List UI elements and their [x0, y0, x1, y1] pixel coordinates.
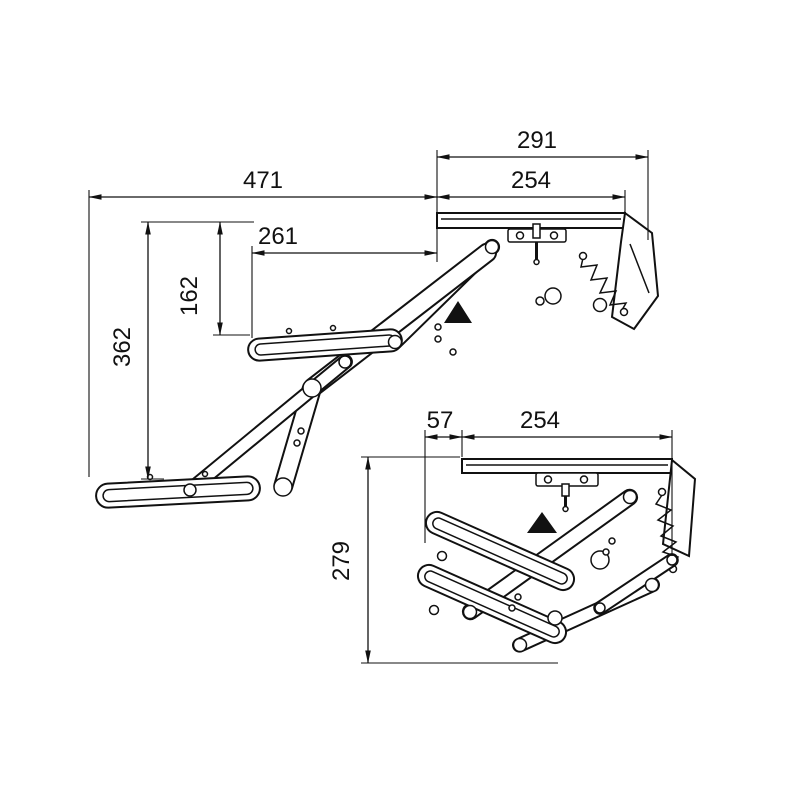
latch-pin-ball — [533, 258, 540, 266]
dimension-471: 471 — [88, 167, 438, 200]
pivot-folded-front — [462, 604, 478, 620]
rivet-arm-4 — [297, 427, 305, 435]
latch-rivet-left — [515, 231, 525, 240]
dimension-254-top: 254 — [436, 167, 626, 200]
rivet-arm-5 — [293, 439, 301, 447]
latch-rivet-left-folded — [543, 475, 553, 484]
pivot-folded-mid — [547, 610, 563, 626]
dimension-162: 162 — [141, 221, 254, 336]
extended-view — [95, 211, 660, 509]
pivot-link-upper — [338, 355, 352, 369]
latch-pin — [532, 223, 541, 239]
folded-view — [416, 458, 697, 653]
mounting-plate-folded — [461, 458, 673, 474]
pivot-link-lower — [183, 483, 197, 497]
tread-upper-bolt-left — [285, 327, 293, 335]
dim-label-362: 362 — [109, 327, 136, 367]
latch-pin-folded — [561, 483, 570, 497]
rivet-spring-link — [535, 296, 545, 306]
rivet-arm-2 — [434, 335, 442, 343]
hinge-bracket-folded — [661, 458, 697, 558]
pivot-folded-center — [590, 550, 610, 570]
dim-label-254-bottom: 254 — [520, 407, 560, 434]
hinge-bracket-detail-line — [629, 243, 650, 294]
folded-tread-lower — [416, 563, 568, 645]
folded-tread-upper-grip — [432, 517, 568, 585]
latch-rivet-right-folded — [579, 475, 589, 484]
link-arm-lower — [182, 354, 353, 498]
dim-label-162: 162 — [176, 276, 203, 316]
pivot-bracket-lower — [592, 297, 608, 313]
spring-hook-top-folded — [657, 487, 667, 497]
pivot-bracket-upper — [484, 239, 500, 255]
folded-tread-lower-outline — [416, 563, 568, 645]
dimension-261: 261 — [251, 223, 438, 338]
rivet-arm-3 — [449, 348, 457, 356]
rivet-arm-1 — [434, 323, 442, 331]
mounting-plate-extended — [436, 212, 626, 229]
latch-pin-ball-folded — [562, 505, 569, 513]
latch-assembly-extended — [507, 223, 567, 266]
gusset-triangle-extended — [444, 301, 472, 323]
dim-label-254-top: 254 — [511, 167, 551, 194]
pivot-folded-arm-right — [666, 554, 678, 566]
rivet-folded-2 — [602, 548, 610, 556]
rivet-folded-3 — [514, 593, 522, 601]
pivot-tread-lower-rear — [273, 477, 293, 497]
rivet-folded-4 — [508, 604, 516, 612]
spring-hook-bottom — [619, 307, 629, 317]
dim-label-57: 57 — [427, 407, 454, 434]
rivet-folded-tread-lower-end — [428, 604, 440, 616]
spring-coil — [580, 257, 628, 311]
rivet-folded-1 — [608, 537, 616, 545]
folded-tread-upper-outline — [424, 510, 576, 592]
tread-lower-outline — [95, 475, 261, 509]
pivot-tread-upper-rear — [387, 334, 403, 350]
gusset-triangle-folded — [527, 512, 557, 533]
spring-hook-top — [578, 251, 588, 261]
dimension-291: 291 — [436, 127, 649, 160]
folded-tread-lower-grip — [424, 570, 560, 638]
pivot-folded-bottom — [512, 637, 528, 653]
tread-lower-bolt-right — [201, 470, 209, 478]
hinge-bracket-extended — [610, 211, 660, 331]
rivet-folded-tread-upper-end — [436, 550, 448, 562]
tread-lower-grip — [102, 481, 254, 503]
tread-upper-outline — [247, 328, 403, 362]
dimensions: 291 254 471 261 162 362 — [88, 127, 673, 664]
dimension-362: 362 — [109, 221, 164, 480]
pivot-elbow-main — [302, 378, 322, 398]
tension-spring-extended — [578, 251, 629, 317]
step-tread-lower — [95, 475, 261, 509]
latch-rivet-right — [549, 231, 559, 240]
tread-upper-bolt-right — [329, 324, 337, 332]
dim-label-261: 261 — [258, 223, 298, 250]
folded-tread-upper — [424, 510, 576, 592]
dim-label-279: 279 — [328, 541, 355, 581]
dim-label-291: 291 — [517, 127, 557, 154]
pivot-spring-link — [544, 287, 562, 305]
latch-assembly-folded — [535, 472, 599, 513]
pivot-folded-arm-left — [594, 602, 606, 614]
dim-label-471: 471 — [243, 167, 283, 194]
pivot-folded-bracket — [644, 577, 660, 593]
step-tread-upper — [247, 328, 403, 362]
dimension-254-bottom: 254 — [461, 407, 673, 556]
dimension-279: 279 — [328, 456, 558, 664]
pivot-folded-plate — [622, 489, 638, 505]
